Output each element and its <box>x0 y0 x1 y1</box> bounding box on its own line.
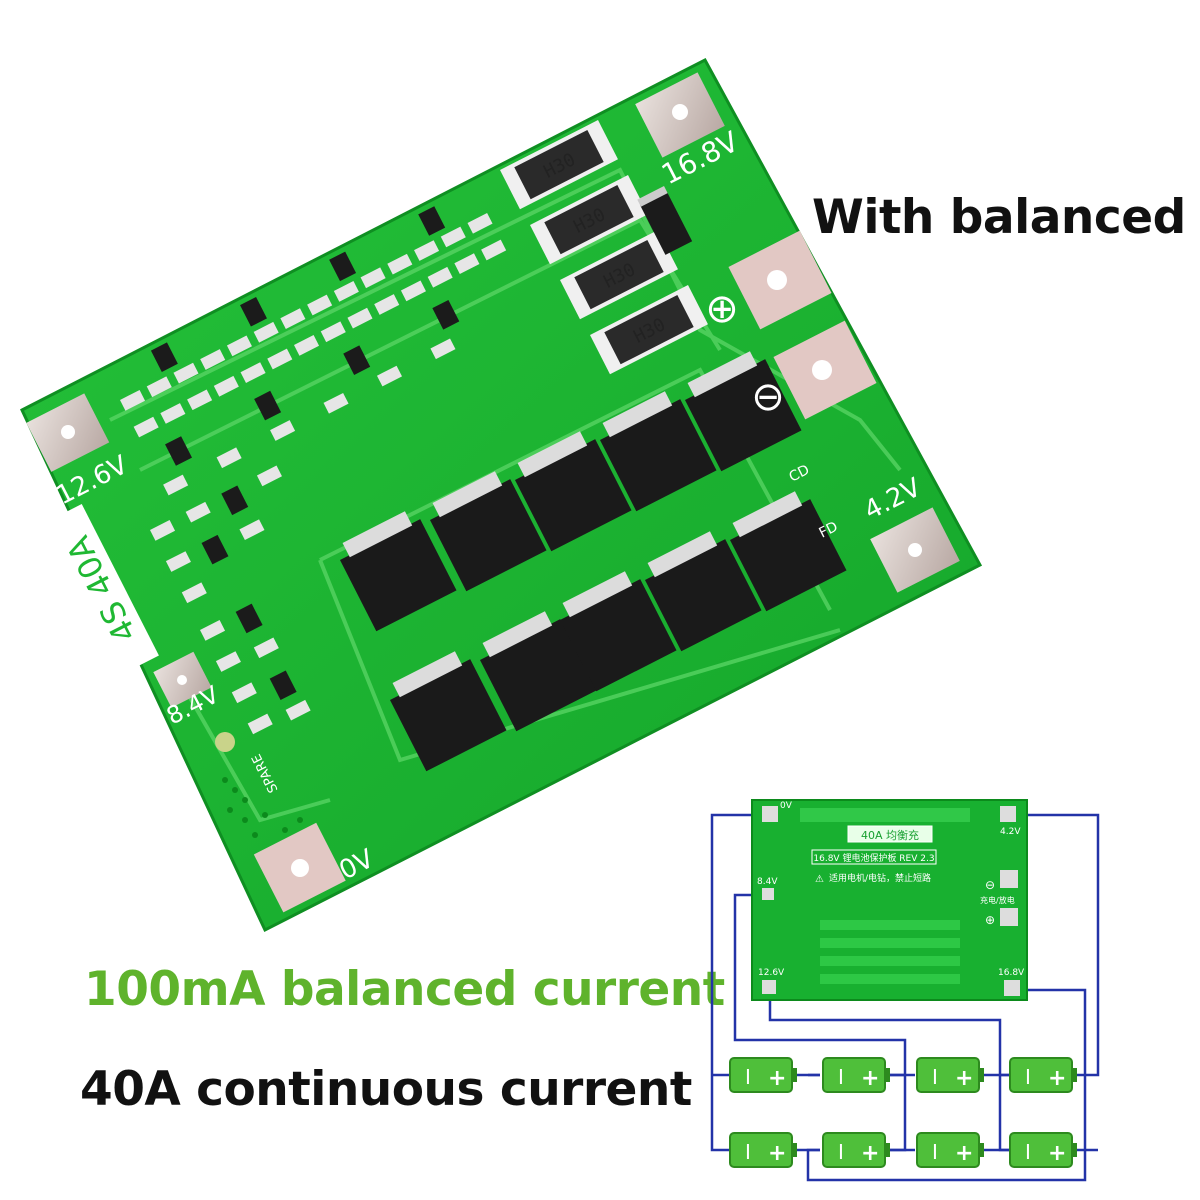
diagram-label-12.6v: 12.6V <box>758 968 785 978</box>
pad-4.2v <box>870 507 960 593</box>
pad-minus <box>773 320 877 420</box>
battery-minus-label: I <box>838 1065 844 1089</box>
battery-minus-label: I <box>745 1140 751 1164</box>
battery-plus-label: + <box>861 1066 879 1091</box>
caption-balanced-current: 100mA balanced current <box>84 962 725 1017</box>
battery-plus-label: + <box>861 1141 879 1166</box>
battery-cell: I + <box>729 1057 797 1093</box>
battery-minus-label: I <box>1025 1065 1031 1089</box>
battery-plus-label: + <box>1048 1141 1066 1166</box>
sense-resistors: H30 H30 H30 H30 <box>499 120 708 375</box>
battery-cell: I + <box>729 1132 797 1168</box>
pad-12.6v <box>26 393 110 472</box>
battery-cell: I + <box>1009 1057 1077 1093</box>
plus-symbol: ⊕ <box>705 286 739 332</box>
diagram-label-0v: 0V <box>780 801 793 811</box>
solder-pads <box>26 72 960 913</box>
pad-16.8v <box>635 72 725 158</box>
diagram-minus-symbol: ⊖ <box>985 878 995 892</box>
vias <box>222 777 303 838</box>
battery-row-bottom: I + I + I + I + <box>729 1132 1077 1168</box>
minus-symbol: ⊖ <box>751 374 785 420</box>
wires <box>710 813 1100 1182</box>
diagram-board-title: 40A 均衡充 <box>861 828 919 842</box>
battery-minus-label: I <box>932 1065 938 1089</box>
battery-minus-label: I <box>1025 1140 1031 1164</box>
diagram-label-16.8v: 16.8V <box>998 968 1025 978</box>
pad-0v <box>253 822 346 913</box>
battery-plus-label: + <box>955 1141 973 1166</box>
pad-8.4v <box>153 651 212 708</box>
caption-with-balanced: With balanced <box>812 190 1186 245</box>
diagram-warning-icon: ⚠ <box>815 874 824 885</box>
pad-plus <box>728 230 832 330</box>
diagram-label-8.4v: 8.4V <box>757 877 778 887</box>
diagram-plus-symbol: ⊕ <box>985 913 995 927</box>
battery-cell: I + <box>822 1057 890 1093</box>
mosfet-array <box>340 351 847 772</box>
battery-row-top: I + I + I + I + <box>729 1057 1077 1093</box>
battery-plus-label: + <box>768 1066 786 1091</box>
diagram-charge-label: 充电/放电 <box>980 895 1015 905</box>
smd-components <box>120 206 507 735</box>
diagram-board: 40A 均衡充 16.8V 锂电池保护板 REV 2.3 ⚠ 适用电机/电钻，禁… <box>751 799 1028 1001</box>
battery-minus-label: I <box>745 1065 751 1089</box>
diagram-label-4.2v: 4.2V <box>1000 827 1021 837</box>
caption-continuous-current: 40A continuous current <box>80 1062 692 1117</box>
battery-plus-label: + <box>1048 1066 1066 1091</box>
battery-cell: I + <box>916 1057 984 1093</box>
diagram-warning: 适用电机/电钻，禁止短路 <box>829 872 931 884</box>
battery-minus-label: I <box>838 1140 844 1164</box>
battery-plus-label: + <box>768 1141 786 1166</box>
test-point <box>215 732 235 752</box>
battery-cell: I + <box>1009 1132 1077 1168</box>
diagram-board-subtitle: 16.8V 锂电池保护板 REV 2.3 <box>813 852 934 864</box>
battery-cell: I + <box>916 1132 984 1168</box>
battery-minus-label: I <box>932 1140 938 1164</box>
battery-cell: I + <box>822 1132 890 1168</box>
battery-plus-label: + <box>955 1066 973 1091</box>
label-fd: FD <box>817 519 841 542</box>
